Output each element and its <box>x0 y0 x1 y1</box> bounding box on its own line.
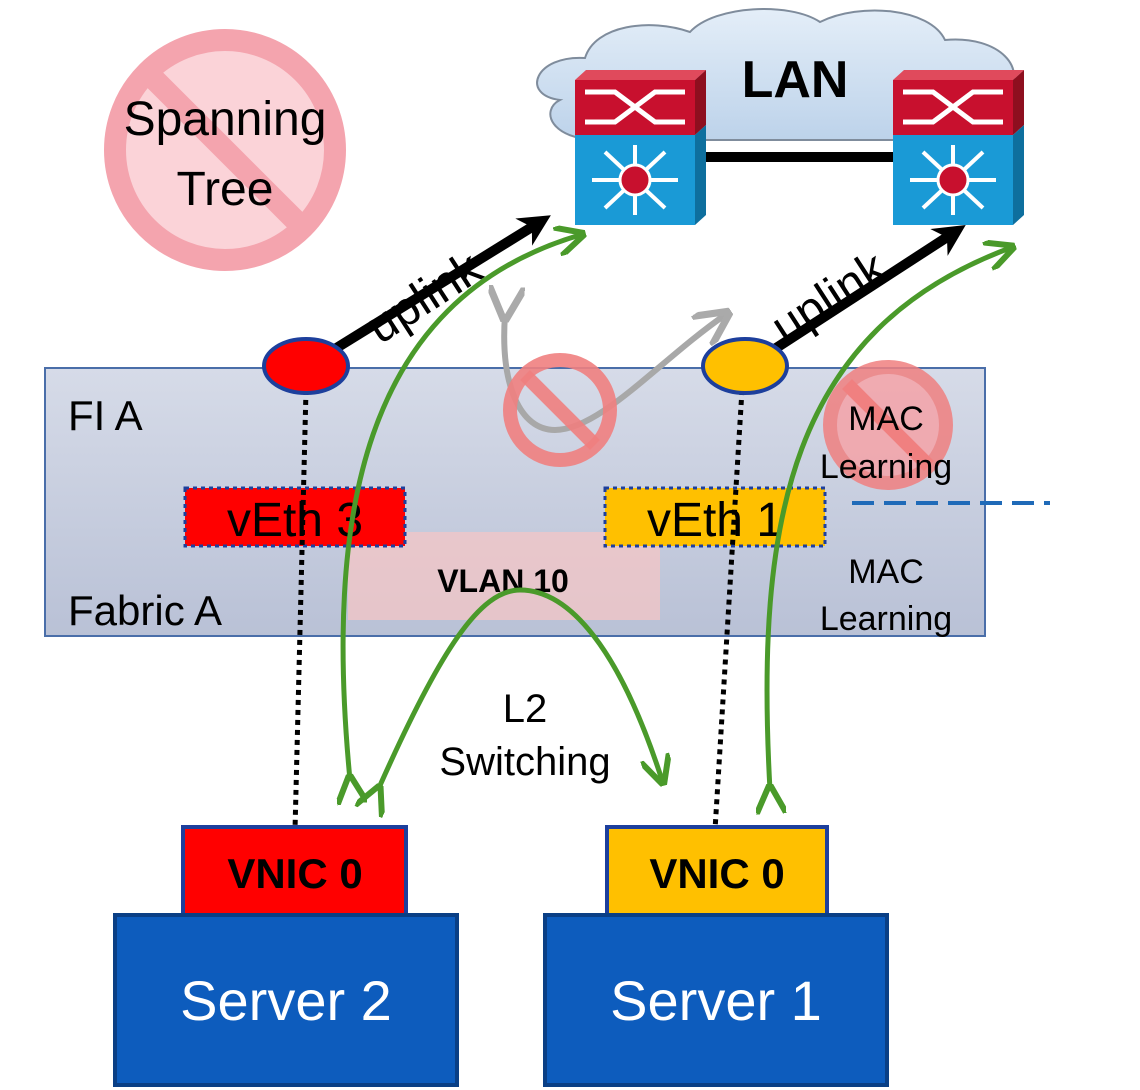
veth-right-label: vEth 1 <box>647 494 783 547</box>
fabric-subtitle: Fabric A <box>68 587 222 634</box>
vnic-left: VNIC 0 <box>181 825 408 917</box>
multilayer-switch-icon <box>893 70 1024 225</box>
vnic-left-label: VNIC 0 <box>227 850 362 897</box>
traffic-path-server1-uplink <box>767 248 1010 790</box>
veth-right: vEth 1 <box>603 486 827 548</box>
server-right: Server 1 <box>543 913 889 1087</box>
prohibited-icon <box>104 29 346 271</box>
switch-right <box>893 70 1024 225</box>
veth-left-label: vEth 3 <box>227 494 363 547</box>
vnic-right: VNIC 0 <box>605 825 829 917</box>
pinning-line-left <box>292 389 309 831</box>
mac-learning-disabled: MAC Learning <box>820 360 953 490</box>
server-left: Server 2 <box>113 913 459 1087</box>
server-right-label: Server 1 <box>610 969 822 1032</box>
lan-label: LAN <box>742 51 849 109</box>
mac-learning-line1: MAC <box>848 553 924 591</box>
veth-left: vEth 3 <box>183 486 407 548</box>
server-left-label: Server 2 <box>180 969 392 1032</box>
multilayer-switch-icon <box>575 70 706 225</box>
l2-switching-line2: Switching <box>439 740 610 784</box>
pinning-line-right <box>712 389 745 831</box>
traffic-path-server2-uplink <box>343 235 580 780</box>
traffic-path-l2-switching <box>378 587 662 790</box>
mac-learning-disabled-line1: MAC <box>848 400 924 438</box>
mac-learning-line2: Learning <box>820 600 952 638</box>
uplink-port-left <box>262 337 350 395</box>
mac-learning-disabled-line2: Learning <box>820 448 952 486</box>
spanning-tree-disabled: Spanning Tree <box>104 29 346 271</box>
uplink-port-right <box>701 337 789 395</box>
vnic-right-label: VNIC 0 <box>649 850 784 897</box>
spanning-tree-label-line1: Spanning <box>124 93 327 146</box>
l2-switching-line1: L2 <box>503 687 548 731</box>
spanning-tree-label-line2: Tree <box>177 163 274 216</box>
uplink-label-right: uplink <box>762 241 897 354</box>
fabric-title: FI A <box>68 392 143 439</box>
switch-left <box>575 70 706 225</box>
